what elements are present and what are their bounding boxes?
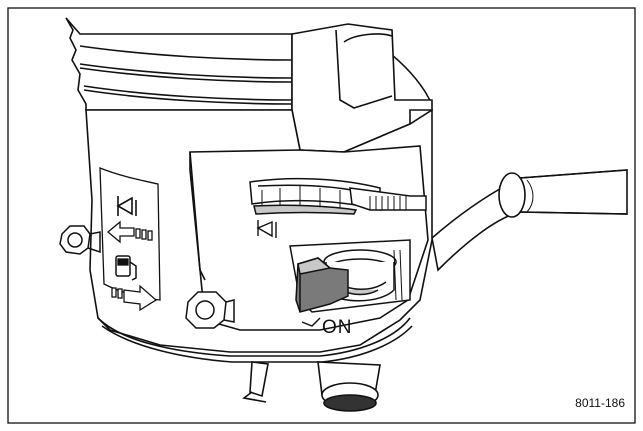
control-cable bbox=[391, 54, 433, 106]
sediment-bowl bbox=[242, 361, 381, 412]
valve-on-label: ON bbox=[322, 317, 353, 338]
fuel-valve bbox=[289, 239, 411, 313]
bolt-front-icon bbox=[185, 291, 235, 329]
choke-closed-symbol bbox=[256, 220, 277, 238]
choke-lever bbox=[249, 177, 427, 215]
housing-upper bbox=[65, 17, 293, 111]
frame-border bbox=[7, 7, 636, 424]
on-marking: ON bbox=[301, 317, 353, 338]
figure-id-label: 8011-186 bbox=[575, 396, 625, 410]
bolt-left-icon bbox=[59, 225, 101, 255]
fuel-decal bbox=[99, 167, 161, 312]
fuel-hose bbox=[431, 169, 628, 272]
